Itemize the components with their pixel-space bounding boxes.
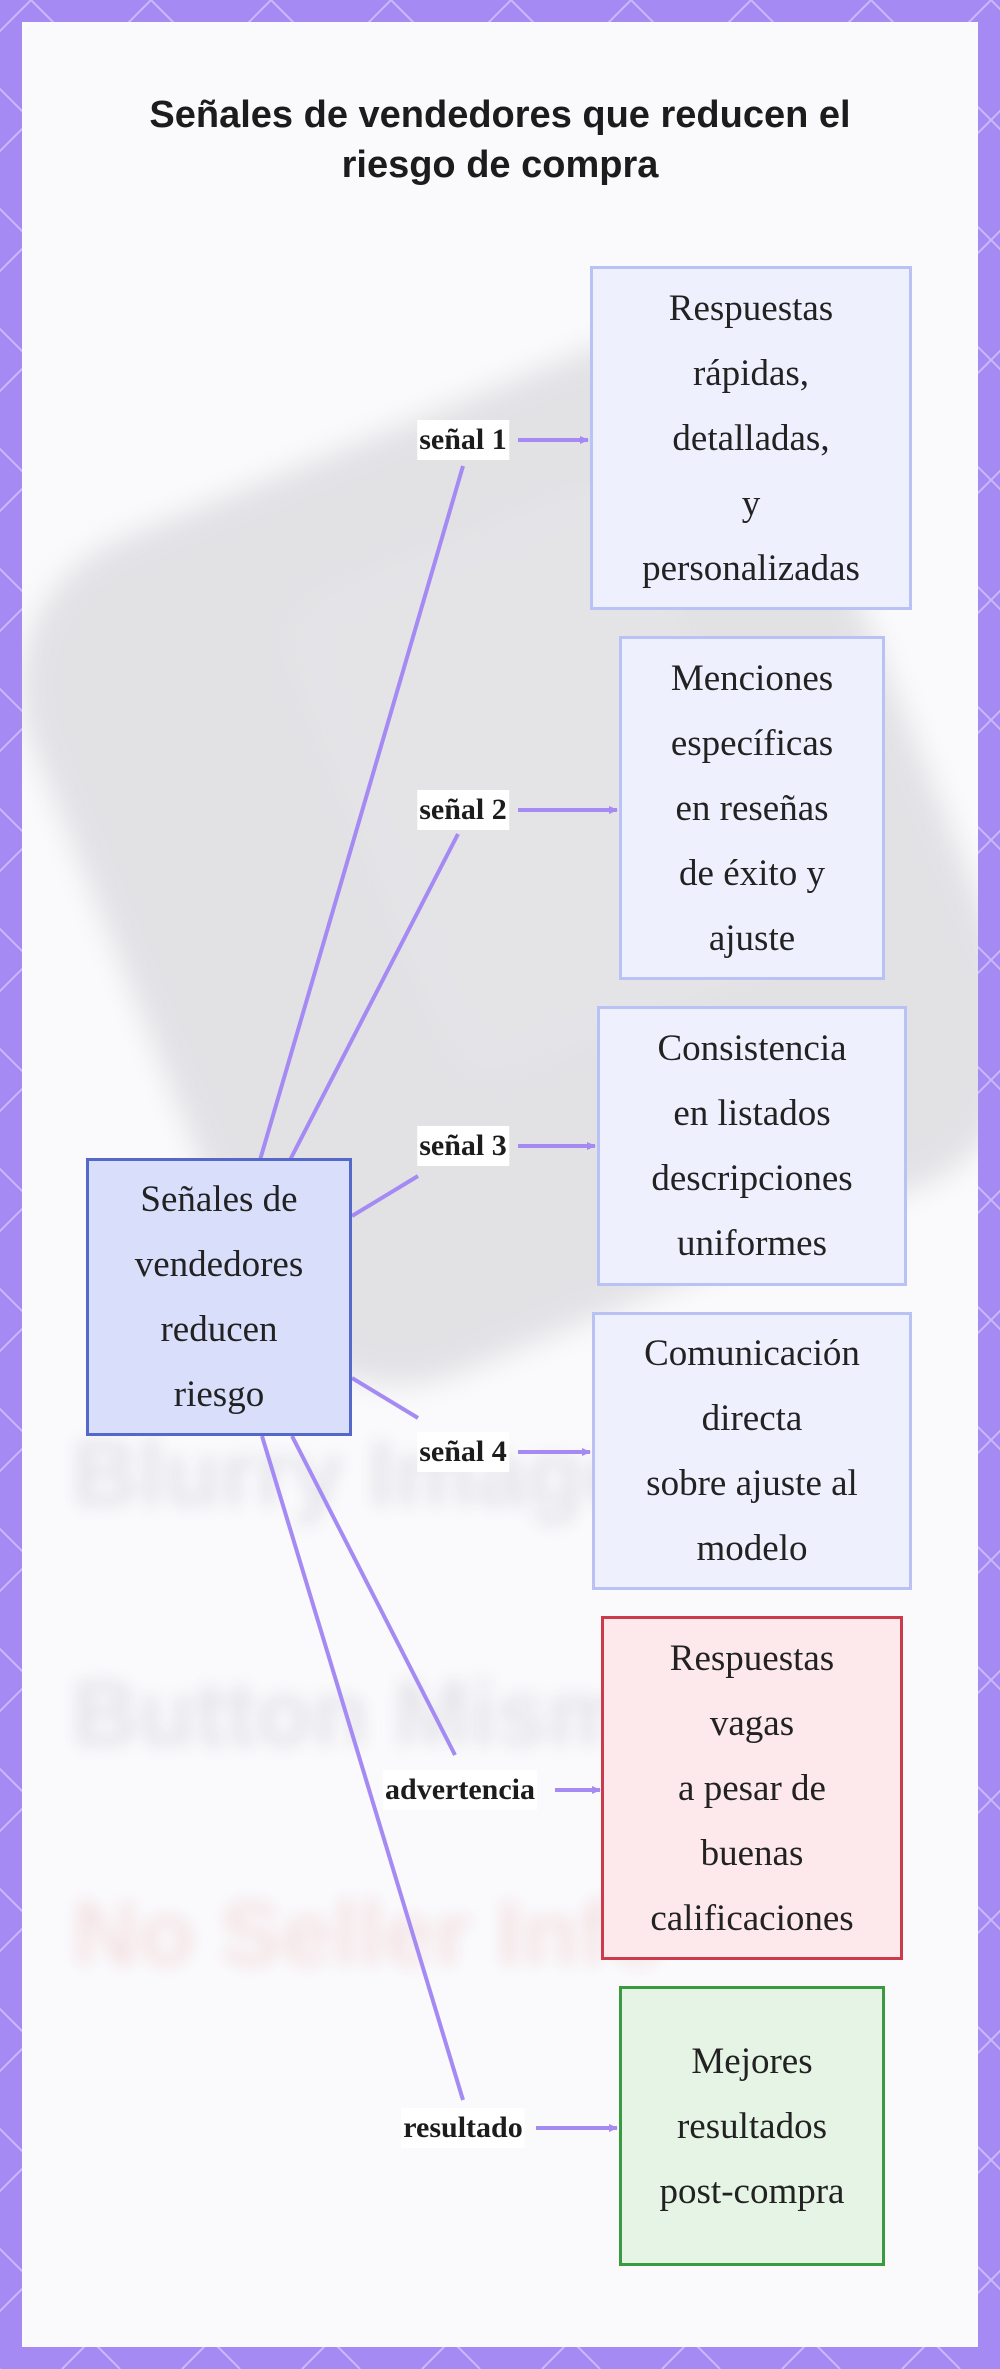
node-text-line: vagas [709,1702,795,1744]
node-text-line: en reseñas [675,787,829,829]
node-text-line: uniformes [676,1223,828,1264]
signal-3-node: Consistencia en listados descripciones u… [597,1006,907,1286]
node-text-line: directa [701,1398,803,1439]
background-text-button: Button Mism [72,1663,630,1765]
central-node: Señales de vendedores reducen riesgo [86,1158,352,1436]
edge-line [290,1435,457,1756]
edge-label-signal-3: señal 3 [417,1126,509,1166]
node-text-line: sobre ajuste al [646,1463,858,1504]
node-text-line: vendedores [134,1244,304,1285]
node-text-line: rápidas, [692,352,810,394]
node-text-line: calificaciones [650,1897,854,1939]
edge-line [258,465,465,1161]
background-text-seller: No Seller Info [72,1883,665,1985]
node-text-line: riesgo [173,1374,265,1415]
node-text-line: Respuestas [668,287,834,329]
node-text-line: buenas [700,1832,804,1874]
node-text-line: modelo [696,1528,808,1569]
node-text-line: Menciones [670,657,834,699]
node-text-line: reducen [160,1309,278,1350]
edge-label-warning: advertencia [383,1770,537,1810]
node-text-line: Respuestas [669,1637,835,1679]
edge-line [350,1174,420,1218]
background-text-blurry: Blurry Images [72,1423,686,1525]
edge-label-signal-1: señal 1 [417,420,509,460]
node-text-line: post-compra [659,2170,845,2212]
edge-label-signal-2: señal 2 [417,790,509,830]
node-text-line: específicas [670,722,834,764]
edge-line [288,833,460,1161]
title-line: riesgo de compra [341,144,659,186]
node-text-line: de éxito y [679,852,825,894]
diagram-title: Señales de vendedores que reducen el rie… [0,90,1000,190]
node-text-line: en listados [673,1093,831,1134]
signal-4-node: Comunicación directa sobre ajuste al mod… [592,1312,912,1590]
node-text-line: resultados [676,2105,828,2147]
warning-node: Respuestas vagas a pesar de buenas calif… [601,1616,903,1960]
edge-line [260,1435,465,2101]
node-text-line: y [741,482,761,524]
node-text-line: ajuste [708,917,796,959]
node-text-line: a pesar de [678,1767,826,1809]
title-line: Señales de vendedores que reducen el [149,94,851,136]
result-node: Mejores resultados post-compra [619,1986,885,2266]
node-text-line: Consistencia [657,1028,847,1069]
edge-label-result: resultado [401,2108,525,2148]
node-text-line: detalladas, [672,417,830,459]
node-text-line: Señales de [140,1179,298,1220]
node-text-line: Comunicación [644,1333,860,1374]
node-text-line: Mejores [691,2040,813,2082]
node-text-line: descripciones [651,1158,853,1199]
edge-label-signal-4: señal 4 [417,1432,509,1472]
node-text-line: personalizadas [642,547,860,589]
signal-2-node: Menciones específicas en reseñas de éxit… [619,636,885,980]
edge-line [350,1376,420,1420]
signal-1-node: Respuestas rápidas, detalladas, y person… [590,266,912,610]
